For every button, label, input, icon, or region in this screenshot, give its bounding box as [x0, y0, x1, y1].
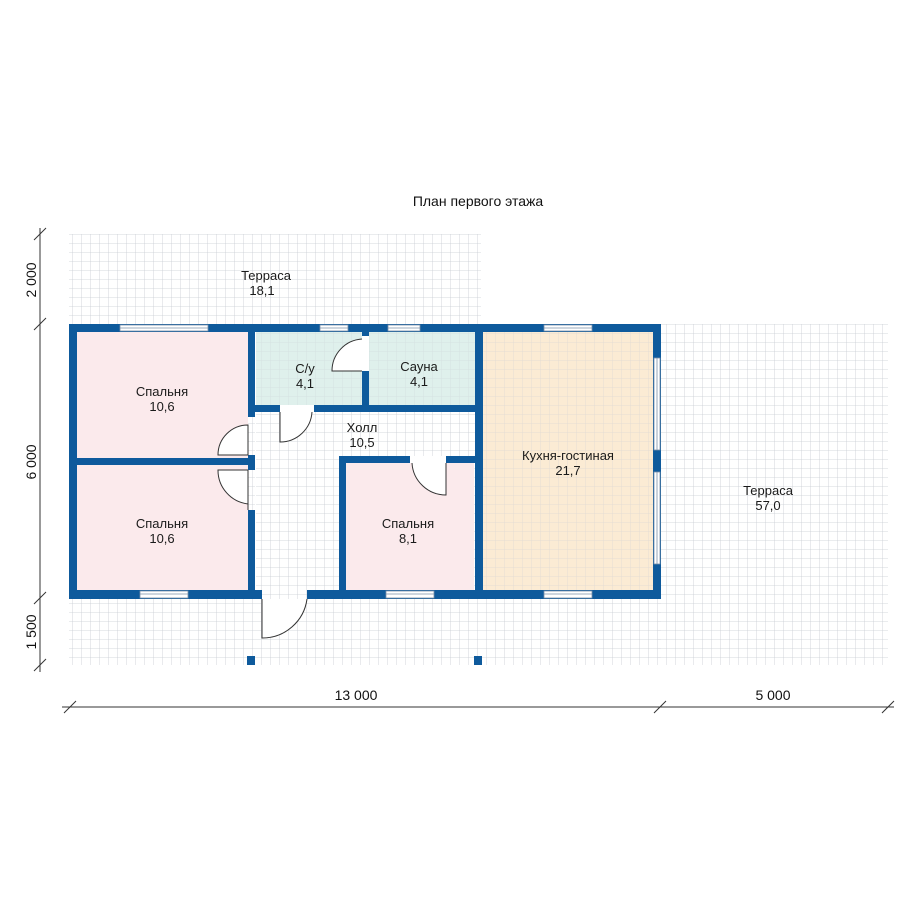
terrace-areas	[69, 234, 888, 665]
bedroom-3-fill	[346, 463, 474, 590]
windows	[119, 324, 661, 599]
window-bedroom3-bottom	[385, 590, 435, 599]
wall-bedroom-divider	[69, 458, 250, 465]
window-bedroom2-bottom	[139, 590, 189, 599]
door-bathroom	[279, 411, 313, 443]
door-swings	[217, 338, 447, 639]
room-fills	[76, 331, 654, 596]
window-kitchen-bottom	[543, 590, 593, 599]
dim-bottom-left: 13 000	[335, 687, 378, 703]
kitchen-grid	[483, 331, 654, 590]
door-entrance	[261, 598, 308, 639]
hall-name: Холл	[347, 420, 378, 435]
wall-outer-right	[653, 324, 661, 599]
terrace-right-area-label: 57,0	[755, 498, 780, 513]
terrace-top-name: Терраса	[241, 268, 292, 283]
door-sauna	[331, 338, 363, 372]
dim-left-top: 2 000	[23, 262, 39, 297]
door-opening-grid	[248, 417, 307, 599]
terrace-bottom-area	[69, 595, 661, 665]
kitchen-name: Кухня-гостиная	[522, 448, 614, 463]
wall-sauna-kitchen	[475, 324, 483, 599]
plan-title: План первого этажа	[413, 193, 544, 209]
door-bedroom-1	[217, 424, 249, 456]
sauna-area: 4,1	[410, 374, 428, 389]
terrace-post-right	[474, 656, 482, 665]
dim-left-bottom: 1 500	[23, 614, 39, 649]
kitchen-area: 21,7	[555, 463, 580, 478]
wall-bedroom3-top	[339, 456, 476, 463]
wall-bedrooms-hall	[248, 324, 255, 599]
terrace-top-area	[69, 234, 481, 326]
bedroom-3-name: Спальня	[382, 516, 434, 531]
bedroom-1-area: 10,6	[149, 399, 174, 414]
dimension-lines	[33, 227, 895, 714]
wall-outer-bottom	[69, 590, 661, 599]
door-bedroom-3	[411, 462, 447, 496]
terrace-post-left	[247, 656, 255, 665]
bedroom-3-area: 8,1	[399, 531, 417, 546]
dim-bottom-right: 5 000	[755, 687, 790, 703]
door-bedroom-2	[217, 469, 249, 510]
bathroom-area: 4,1	[296, 376, 314, 391]
dim-left-middle: 6 000	[23, 444, 39, 479]
sauna-name: Сауна	[400, 359, 438, 374]
terrace-top-area-label: 18,1	[249, 283, 274, 298]
hall-area: 10,5	[349, 435, 374, 450]
room-labels: Терраса 18,1 Спальня 10,6 С/у 4,1 Сауна …	[136, 268, 794, 546]
terrace-right-area	[658, 324, 888, 665]
sauna-grid	[369, 331, 476, 407]
terrace-right-name: Терраса	[743, 483, 794, 498]
bedroom-2-name: Спальня	[136, 516, 188, 531]
wall-bedroom3-left	[339, 456, 346, 599]
bedroom-2-fill	[76, 465, 250, 590]
bedroom-1-fill	[76, 331, 250, 458]
dimension-labels: 2 000 6 000 1 500 13 000 5 000	[23, 262, 791, 703]
bedroom-2-area: 10,6	[149, 531, 174, 546]
bathroom-name: С/у	[295, 361, 315, 376]
bedroom-1-name: Спальня	[136, 384, 188, 399]
walls	[69, 324, 661, 665]
